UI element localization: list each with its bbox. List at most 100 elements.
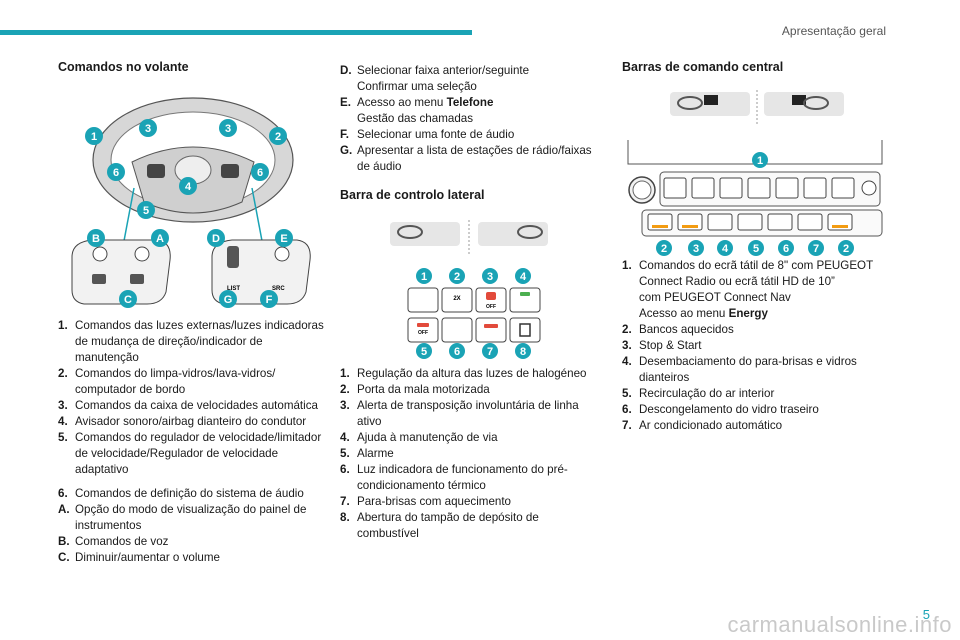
svg-text:1: 1 <box>757 155 763 167</box>
badge-2-right: 2 <box>838 240 854 256</box>
svg-text:B: B <box>92 233 100 245</box>
list-item: 6.Luz indicadora de funcionamento do pré… <box>340 463 568 492</box>
badge-4: 4 <box>179 177 197 195</box>
svg-text:2: 2 <box>275 131 281 143</box>
svg-text:3: 3 <box>693 243 699 255</box>
list-item: 3.Alerta de transposição involuntária de… <box>340 399 579 428</box>
svg-text:1: 1 <box>91 131 97 143</box>
steering-wheel-diagram: LIST SRC 1 3 3 2 6 6 4 5 B A D E C G F <box>71 97 311 308</box>
svg-text:3: 3 <box>487 271 493 283</box>
badge-4: 4 <box>717 240 733 256</box>
header-accent-bar <box>0 30 472 35</box>
badge-7: 7 <box>482 343 498 359</box>
list-item: 4.Avisador sonoro/airbag dianteiro do co… <box>58 415 307 428</box>
side-bar-list: 1.Regulação da altura das luzes de halog… <box>340 366 602 542</box>
steering-controls-heading: Comandos no volante <box>58 60 189 74</box>
icon-text-off: OFF <box>486 304 496 310</box>
list-item: 1.Comandos do ecrã tátil de 8" com PEUGE… <box>622 259 874 320</box>
central-control-bars-diagram: 1 2 3 4 5 6 7 2 <box>627 90 883 256</box>
list-item: 3.Stop & Start <box>622 339 702 352</box>
pad-label-list: LIST <box>227 286 240 292</box>
section-title: Apresentação geral <box>781 24 886 38</box>
badge-1: 1 <box>416 268 432 284</box>
list-item: F.Selecionar uma fonte de áudio <box>340 128 515 141</box>
badge-2-left: 2 <box>656 240 672 256</box>
badge-6-right: 6 <box>251 163 269 181</box>
badge-5: 5 <box>137 201 155 219</box>
svg-text:5: 5 <box>753 243 759 255</box>
central-bars-list: 1.Comandos do ecrã tátil de 8" com PEUGE… <box>622 258 892 434</box>
badge-1: 1 <box>85 127 103 145</box>
list-item: 1.Regulação da altura das luzes de halog… <box>340 367 587 380</box>
badge-3: 3 <box>688 240 704 256</box>
pad-label-src: SRC <box>272 286 285 292</box>
badge-1: 1 <box>752 152 768 168</box>
badge-7: 7 <box>808 240 824 256</box>
list-item: 2.Porta da mala motorizada <box>340 383 490 396</box>
list-item: 5.Alarme <box>340 447 394 460</box>
side-bar-heading: Barra de controlo lateral <box>340 188 485 202</box>
list-item: 2.Bancos aquecidos <box>622 323 734 336</box>
svg-text:2: 2 <box>454 271 460 283</box>
badge-f: F <box>260 290 278 308</box>
badge-a: A <box>151 229 169 247</box>
badge-c: C <box>119 290 137 308</box>
list-item: 5.Recirculação do ar interior <box>622 387 775 400</box>
svg-text:4: 4 <box>185 181 192 193</box>
svg-text:G: G <box>224 294 233 306</box>
page-number: 5 <box>922 607 930 622</box>
badge-b: B <box>87 229 105 247</box>
badge-g: G <box>219 290 237 308</box>
svg-text:6: 6 <box>113 167 119 179</box>
svg-text:1: 1 <box>421 271 427 283</box>
badge-3-left: 3 <box>139 119 157 137</box>
svg-text:4: 4 <box>520 271 527 283</box>
list-item: 5.Comandos do regulador de velocidade/li… <box>58 431 322 476</box>
svg-text:8: 8 <box>520 346 526 358</box>
svg-text:7: 7 <box>487 346 493 358</box>
svg-text:C: C <box>124 294 132 306</box>
svg-text:6: 6 <box>783 243 789 255</box>
list-item: 4.Ajuda à manutenção de via <box>340 431 498 444</box>
svg-text:A: A <box>156 233 164 245</box>
list-item: 7.Ar condicionado automático <box>622 419 783 432</box>
svg-text:D: D <box>212 233 220 245</box>
list-item: A.Opção do modo de visualização do paine… <box>58 503 307 532</box>
badge-6: 6 <box>778 240 794 256</box>
badge-6-left: 6 <box>107 163 125 181</box>
icon-text-off-2: OFF <box>418 330 428 336</box>
steering-controls-list: 1.Comandos das luzes externas/luzes indi… <box>58 318 326 566</box>
badge-5: 5 <box>748 240 764 256</box>
badge-2: 2 <box>269 127 287 145</box>
list-item: 2.Comandos do limpa-vidros/lava-vidros/ … <box>58 367 276 396</box>
badge-d: D <box>207 229 225 247</box>
list-item: 6.Descongelamento do vidro traseiro <box>622 403 819 416</box>
list-item: 7.Para-brisas com aquecimento <box>340 495 512 508</box>
list-item: C.Diminuir/aumentar o volume <box>58 551 220 564</box>
badge-6: 6 <box>449 343 465 359</box>
badge-2: 2 <box>449 268 465 284</box>
svg-text:F: F <box>266 294 273 306</box>
list-item: G.Apresentar a lista de estações de rádi… <box>340 144 592 173</box>
svg-text:4: 4 <box>722 243 729 255</box>
badge-3: 3 <box>482 268 498 284</box>
list-item: 8.Abertura do tampão de depósito de comb… <box>340 511 539 540</box>
watermark: carmanualsonline.info <box>727 612 952 637</box>
central-bars-heading: Barras de comando central <box>622 60 784 74</box>
svg-text:E: E <box>280 233 287 245</box>
list-item: 1.Comandos das luzes externas/luzes indi… <box>58 319 324 364</box>
svg-text:7: 7 <box>813 243 819 255</box>
badge-8: 8 <box>515 343 531 359</box>
svg-text:3: 3 <box>225 123 231 135</box>
badge-3-right: 3 <box>219 119 237 137</box>
list-item: B.Comandos de voz <box>58 535 169 548</box>
svg-text:5: 5 <box>143 205 149 217</box>
list-item: 4.Desembaciamento do para-brisas e vidro… <box>622 355 857 384</box>
list-item: 6.Comandos de definição do sistema de áu… <box>58 487 304 500</box>
svg-text:2: 2 <box>843 243 849 255</box>
svg-text:3: 3 <box>145 123 151 135</box>
svg-text:2: 2 <box>661 243 667 255</box>
